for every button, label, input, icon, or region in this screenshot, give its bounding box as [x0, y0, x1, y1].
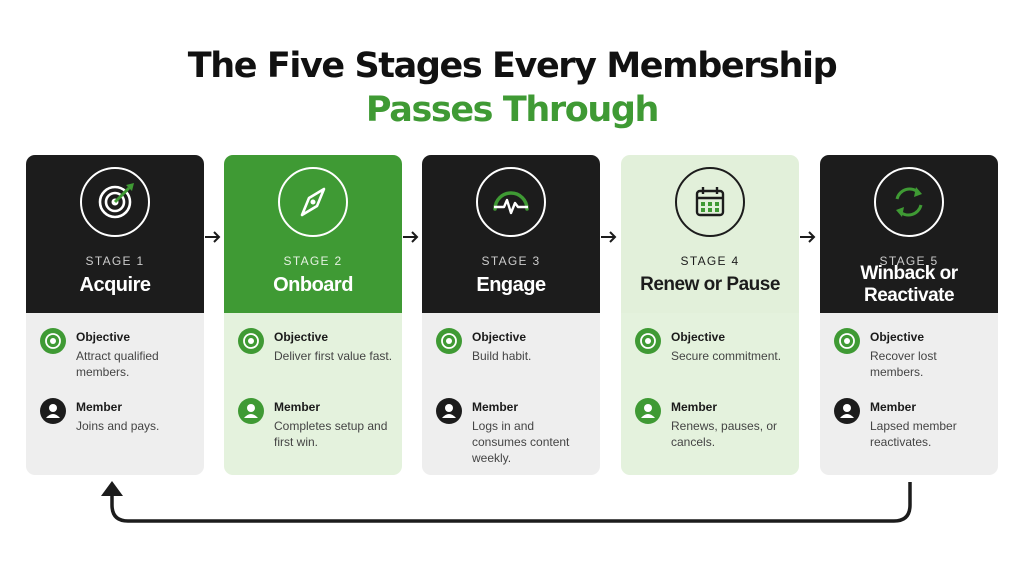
title-line-1: The Five Stages Every Membership	[187, 46, 838, 86]
member-text: Logs in and consumes content weekly.	[472, 419, 570, 465]
target-icon	[80, 167, 150, 237]
page-title: The Five Stages Every Membership Passes …	[0, 44, 1024, 132]
objective-text: Recover lost members.	[870, 349, 937, 379]
stage-header-3: STAGE 3 Engage	[422, 155, 600, 313]
stage-header-5: STAGE 5 Winback or Reactivate	[820, 155, 998, 313]
stage-label: STAGE 2	[283, 254, 343, 268]
objective-target-icon	[238, 328, 264, 354]
stage-body-3: Objective Build habit. Member Logs in an…	[422, 313, 600, 475]
stage-name: Renew or Pause	[640, 274, 780, 295]
title-line-2: Passes Through	[365, 90, 660, 130]
objective-heading: Objective	[76, 330, 131, 344]
stage-label: STAGE 3	[481, 254, 541, 268]
arrow-right-icon	[800, 231, 816, 243]
objective-heading: Objective	[671, 330, 726, 344]
stage-body-1: Objective Attract qualified members. Mem…	[26, 313, 204, 475]
stage-name: Onboard	[273, 274, 353, 296]
stage-name: Acquire	[79, 274, 151, 296]
stage-card-5: STAGE 5 Winback or Reactivate Objective …	[820, 155, 998, 475]
stage-body-5: Objective Recover lost members. Member L…	[820, 313, 998, 475]
objective-target-icon	[40, 328, 66, 354]
stage-header-2: STAGE 2 Onboard	[224, 155, 402, 313]
objective-target-icon	[635, 328, 661, 354]
stage-body-4: Objective Secure commitment. Member Rene…	[621, 313, 799, 475]
objective-text: Deliver first value fast.	[274, 349, 393, 363]
arrow-right-icon	[403, 231, 419, 243]
stage-label: STAGE 1	[85, 254, 145, 268]
objective-target-icon	[436, 328, 462, 354]
member-text: Completes setup and first win.	[274, 419, 388, 449]
arrow-right-icon	[205, 231, 221, 243]
stage-header-1: STAGE 1 Acquire	[26, 155, 204, 313]
pulse-gauge-icon	[476, 167, 546, 237]
objective-text: Secure commitment.	[671, 349, 782, 363]
stage-label: STAGE 5	[879, 254, 939, 268]
stage-name: Winback or Reactivate	[860, 263, 958, 306]
stage-card-4: STAGE 4 Renew or Pause Objective Secure …	[621, 155, 799, 475]
objective-text: Attract qualified members.	[76, 349, 159, 379]
objective-text: Build habit.	[472, 349, 532, 363]
compass-icon	[278, 167, 348, 237]
arrow-right-icon	[601, 231, 617, 243]
member-heading: Member	[472, 400, 519, 414]
member-text: Renews, pauses, or cancels.	[671, 419, 778, 449]
stage-body-2: Objective Deliver first value fast. Memb…	[224, 313, 402, 475]
member-text: Lapsed member reactivates.	[870, 419, 957, 449]
member-heading: Member	[671, 400, 718, 414]
objective-heading: Objective	[274, 330, 329, 344]
member-person-icon	[238, 398, 264, 424]
stage-card-3: STAGE 3 Engage Objective Build habit. Me…	[422, 155, 600, 475]
objective-heading: Objective	[472, 330, 527, 344]
objective-heading: Objective	[870, 330, 925, 344]
member-heading: Member	[274, 400, 321, 414]
stage-header-4: STAGE 4 Renew or Pause	[621, 155, 799, 313]
member-person-icon	[635, 398, 661, 424]
member-person-icon	[834, 398, 860, 424]
member-text: Joins and pays.	[76, 419, 160, 433]
cycle-arrows-icon	[874, 167, 944, 237]
member-person-icon	[40, 398, 66, 424]
member-heading: Member	[76, 400, 123, 414]
member-heading: Member	[870, 400, 917, 414]
stage-name: Engage	[476, 274, 546, 296]
stage-label: STAGE 4	[680, 254, 740, 268]
member-person-icon	[436, 398, 462, 424]
stage-card-2: STAGE 2 Onboard Objective Deliver first …	[224, 155, 402, 475]
objective-target-icon	[834, 328, 860, 354]
calendar-icon	[675, 167, 745, 237]
stage-card-1: STAGE 1 Acquire Objective Attract qualif…	[26, 155, 204, 475]
